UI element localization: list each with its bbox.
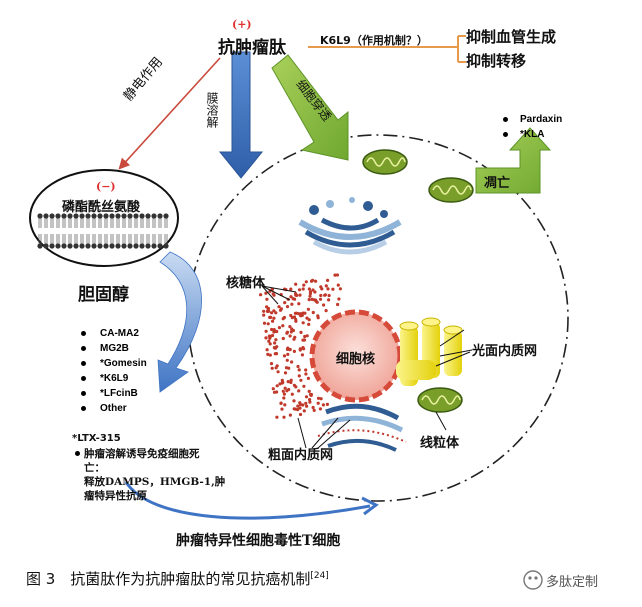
ltx-line-2: 亡：: [84, 462, 105, 474]
ltx-name: *LTX-315: [72, 433, 121, 444]
watermark-text: 多肽定制: [546, 575, 599, 590]
membrane-label: 磷酯酰丝氨酸: [62, 200, 141, 215]
k6l9-label: K6L9（作用机制？）: [320, 34, 428, 47]
mitochondrion-apoptosis: [428, 177, 474, 203]
apoptosis-item: *KLA: [500, 127, 562, 142]
mitochondrion-lower: [417, 387, 463, 413]
ribosome-label: 核糖体: [226, 276, 266, 291]
membrane-lysis-label: 膜溶解: [205, 92, 219, 128]
ltx-line-3: 释放DAMPS，HMGB-1,肿: [84, 476, 226, 488]
rough-er-label: 粗面内质网: [268, 448, 334, 463]
k6l9-effect-angiogenesis: 抑制血管生成: [466, 28, 557, 46]
apoptosis-peptide-list: Pardaxin *KLA: [500, 112, 562, 142]
mitochondria-label: 线粒体: [420, 436, 460, 451]
cell-penetration-arrow: [271, 54, 349, 161]
mechanism-item: Other: [78, 401, 147, 416]
apoptosis-item: Pardaxin: [500, 112, 562, 127]
mechanism-item: *LFcinB: [78, 386, 147, 401]
k6l9-connector: [308, 35, 466, 63]
caption-reference: [24]: [310, 571, 329, 581]
mechanism-item: MG2B: [78, 341, 147, 356]
leader-lines: [261, 285, 473, 449]
apoptosis-label: 凋亡: [484, 176, 511, 191]
tcell-label: 肿瘤特异性细胞毒性T细胞: [176, 533, 341, 549]
mechanism-list: CA-MA2 MG2B *Gomesin *K6L9 *LFcinB Other: [78, 326, 147, 416]
k6l9-effect-metastasis: 抑制转移: [466, 52, 527, 70]
lipid-bilayer: [37, 213, 169, 249]
cholesterol-curve-arrow: [157, 251, 202, 393]
ltx-line-1: 肿瘤溶解诱导免疫细胞死: [84, 448, 200, 460]
mitochondrion-upper: [362, 149, 408, 175]
golgi-stack: [298, 197, 402, 255]
smooth-er-label: 光面内质网: [472, 344, 538, 359]
mechanism-item: *K6L9: [78, 371, 147, 386]
caption-text: 图 3 抗菌肽作为抗肿瘤肽的常见抗癌机制: [26, 570, 311, 588]
tcell-curve: [124, 481, 371, 520]
mechanism-item: *Gomesin: [78, 356, 147, 371]
mechanism-item: CA-MA2: [78, 326, 147, 341]
ltx-line-4: 瘤特异性抗原: [84, 490, 147, 502]
cholesterol-label: 胆固醇: [78, 285, 129, 305]
rough-er: [317, 403, 407, 452]
peptide-label: 抗肿瘤肽: [218, 38, 286, 58]
nucleus-label: 细胞核: [336, 352, 376, 367]
membrane-lysis-arrow: [218, 51, 264, 179]
ltx-bullet: [75, 451, 80, 456]
ribosome-cluster: [259, 273, 342, 419]
peptide-charge: (+): [232, 18, 252, 31]
apoptosis-arrow: [475, 127, 552, 194]
membrane-charge: (−): [96, 180, 116, 193]
figure-caption: 图 3 抗菌肽作为抗肿瘤肽的常见抗癌机制[24]: [26, 568, 329, 589]
smooth-er: [396, 317, 463, 386]
watermark-icon: [523, 570, 543, 590]
electrostatic-arrow: [118, 57, 221, 170]
